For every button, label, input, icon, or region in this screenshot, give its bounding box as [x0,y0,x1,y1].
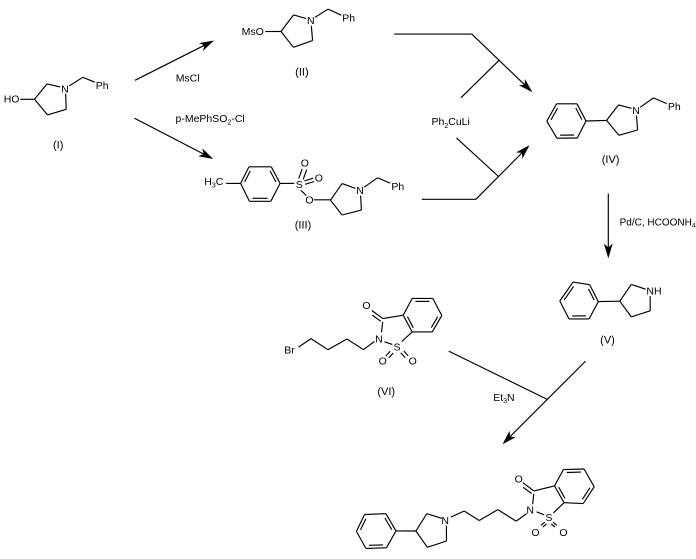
svg-text:Br: Br [284,344,295,356]
svg-text:O: O [515,473,523,485]
svg-text:MsO: MsO [242,26,264,38]
svg-text:p-MePhSO2-Cl: p-MePhSO2-Cl [176,113,245,127]
svg-text:N: N [632,105,640,117]
svg-text:Ph: Ph [96,80,109,92]
svg-text:O: O [305,194,313,206]
svg-text:N: N [307,15,315,27]
svg-text:(IV): (IV) [602,154,620,166]
svg-text:N: N [356,185,364,197]
svg-text:MsCl: MsCl [176,73,200,85]
svg-text:N: N [526,504,534,516]
svg-text:O: O [362,300,370,312]
svg-text:O: O [409,356,417,368]
svg-text:S: S [393,342,400,354]
svg-text:Ph2CuLi: Ph2CuLi [432,116,470,130]
svg-text:(V): (V) [600,334,615,346]
svg-text:O: O [315,172,323,184]
svg-text:N: N [441,515,449,527]
svg-text:H3C: H3C [204,176,224,190]
svg-text:O: O [379,356,387,368]
svg-text:(I): (I) [53,139,63,151]
svg-text:O: O [531,527,539,539]
svg-text:O: O [559,527,567,539]
svg-text:Et3N: Et3N [493,392,514,405]
svg-text:Ph: Ph [391,181,404,193]
svg-text:(VI): (VI) [377,386,395,398]
svg-text:Ph: Ph [668,101,681,113]
svg-text:HO: HO [4,94,20,106]
svg-text:O: O [301,158,309,170]
svg-text:S: S [545,512,552,524]
svg-text:N: N [61,83,69,95]
svg-text:N: N [375,333,383,345]
svg-text:(III): (III) [295,220,312,232]
svg-text:(II): (II) [295,66,308,78]
svg-text:NH: NH [646,286,661,298]
svg-text:S: S [296,179,303,191]
svg-text:Pd/C, HCOONH4: Pd/C, HCOONH4 [620,218,696,230]
svg-text:Ph: Ph [342,12,355,24]
